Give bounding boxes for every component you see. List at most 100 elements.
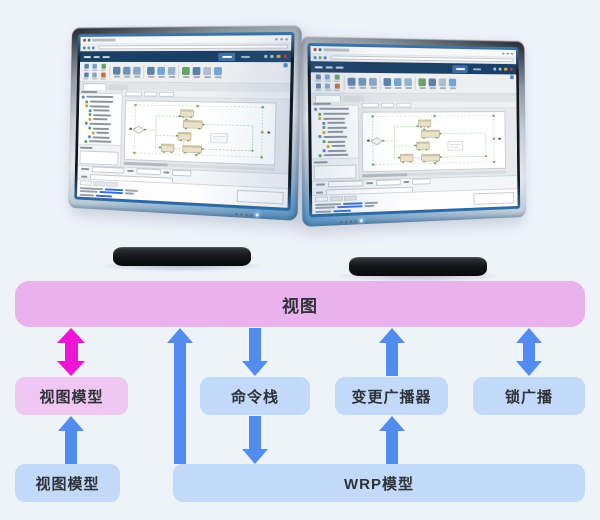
canvas-page [123, 100, 277, 166]
tree-item-icon [322, 126, 326, 130]
close-icon [285, 37, 289, 40]
help-icon [510, 75, 514, 80]
tree-item-label [92, 127, 110, 130]
toolbar-icon [428, 77, 437, 86]
tree-rows [78, 94, 121, 146]
ribbon-tab-label [221, 55, 232, 58]
toolbar-group [123, 63, 131, 81]
toolbar-icon-label [384, 86, 391, 89]
screen-glass [307, 42, 521, 218]
monitor-button-dot [355, 219, 358, 222]
tree-item-icon [88, 108, 92, 112]
tree-item-label [327, 131, 344, 134]
spacer [459, 75, 508, 92]
menu-item [102, 55, 110, 58]
tree-item-label [89, 100, 114, 103]
breadcrumb-tab [158, 91, 174, 97]
arrowhead-down [516, 361, 542, 376]
toolbar-icon [315, 74, 321, 80]
toolbar-icon-label [83, 78, 89, 80]
wrp-model-bar: WRP模型 [173, 464, 585, 502]
toolbar-icon-label [168, 75, 175, 78]
toolbar-icon [369, 77, 377, 86]
log-link [333, 209, 351, 213]
toolbar-icon [87, 45, 91, 49]
toolbar-icon-cell [333, 83, 341, 91]
help-icon [283, 63, 288, 68]
tree-item-label [93, 113, 112, 117]
toolbar-icon [213, 66, 222, 75]
app-icon [83, 38, 86, 42]
toolbar-icon [358, 77, 367, 86]
tree-header-label [313, 102, 332, 105]
toolbar-icon [112, 66, 121, 75]
toolbar-separator [178, 64, 180, 80]
arrowhead-down [242, 449, 268, 464]
architecture-diagram: 视图 视图模型 命令栈 [0, 270, 600, 520]
tree-item-label [89, 122, 111, 126]
canvas-zone [358, 101, 518, 180]
toolbar-icon-label [91, 78, 98, 80]
log-link [337, 205, 363, 209]
main-toolbar [79, 61, 291, 84]
tree-item-icon [88, 135, 91, 139]
toolbar-icon-cell [323, 74, 331, 82]
minimize-icon [274, 37, 278, 40]
property-label [81, 167, 90, 170]
tree-item-label [319, 108, 349, 111]
log-text [79, 193, 94, 197]
toolbar-icon [448, 78, 457, 86]
app-icon [87, 38, 91, 42]
view-bar: 视图 [15, 281, 585, 327]
toolbar-group [133, 63, 141, 81]
property-label [403, 180, 410, 183]
monitor-button-dot [245, 213, 248, 216]
log-text [315, 206, 336, 210]
tree-item-label [92, 136, 110, 139]
tree-rows [311, 106, 358, 159]
toolbar-icon-cell [91, 72, 98, 80]
tree-header-label [81, 90, 98, 93]
tree-item-label [88, 140, 112, 144]
tree-item-label [323, 112, 349, 115]
tree-item-label [327, 126, 348, 129]
log-text [79, 186, 104, 191]
property-label [163, 171, 170, 174]
tree-item-label [327, 149, 347, 152]
tree-item-icon [84, 139, 88, 143]
property-input [172, 169, 192, 177]
ribbon-icon-red [509, 67, 513, 71]
toolbar-icon-label [100, 69, 106, 71]
address-field [98, 44, 289, 50]
toolbar-group [347, 74, 356, 92]
toolbar-icon [100, 63, 106, 69]
tree-item-icon [88, 126, 92, 130]
arrow-changebroadcaster-to-view [379, 328, 405, 376]
outline-panel [77, 143, 121, 167]
app-title-text [323, 48, 350, 52]
toolbar-icon-label [147, 75, 155, 78]
arrowhead-up [58, 416, 84, 431]
toolbar-icon [324, 74, 330, 80]
property-input [411, 178, 431, 185]
toolbar-icon-label [314, 80, 321, 82]
tree-item-icon [322, 121, 326, 125]
toolbar-icon [324, 83, 330, 89]
toolbar-icon-label [157, 75, 165, 78]
tree-item-label [323, 117, 346, 120]
spacer [351, 50, 500, 53]
ribbon-icon [270, 54, 274, 58]
toolbar-group [393, 74, 402, 92]
ribbon-icon [498, 67, 502, 71]
spacer [117, 39, 272, 40]
toolbar-icon [157, 66, 166, 75]
toolbar-icon-label [369, 86, 377, 89]
toolbar-separator [109, 64, 111, 79]
toolbar-icon [83, 46, 86, 49]
doc-tab-active [315, 94, 341, 102]
view-model-blue-label: 视图模型 [35, 475, 100, 493]
monitor-button-dot [345, 220, 348, 223]
monitor-button-dot [240, 212, 243, 216]
toolbar-icon [147, 66, 155, 75]
